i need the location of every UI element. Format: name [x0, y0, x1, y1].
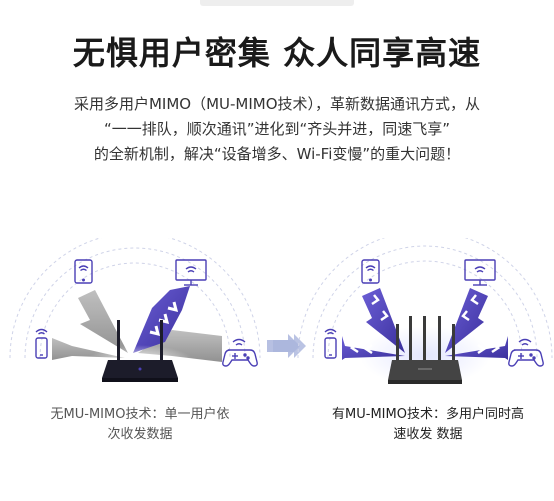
intro-line-1: 采用多用户MIMO（MU-MIMO技术），革新数据通讯方式，从 — [73, 95, 481, 113]
phone-icon — [35, 328, 48, 359]
gamepad-icon — [508, 338, 544, 367]
left-caption-line-2: 次收发数据 — [107, 427, 173, 442]
right-panel — [297, 238, 553, 386]
beam-to-gamepad — [445, 336, 508, 360]
right-caption: 有MU-MIMO技术：多用户同时高 速收发 数据 — [322, 405, 534, 445]
phone-icon — [324, 328, 337, 359]
beam-to-tablet — [78, 290, 128, 353]
gamepad-icon — [222, 338, 258, 367]
left-coverage-arcs — [9, 238, 261, 359]
right-caption-line-2: 速收发 数据 — [393, 427, 463, 442]
router-icon — [102, 320, 178, 382]
mu-mimo-comparison-illustration — [9, 238, 553, 386]
beam-to-phone — [342, 336, 405, 360]
tablet-icon — [361, 259, 380, 284]
tablet-icon — [74, 259, 93, 284]
right-beam-chevrons — [349, 294, 501, 355]
left-caption-line-1: 无MU-MIMO技术：单一用户依 — [50, 407, 230, 422]
top-divider — [200, 0, 354, 6]
left-caption: 无MU-MIMO技术：单一用户依 次收发数据 — [40, 405, 240, 445]
intro-line-3: 的全新机制，解决“设备增多、Wi-Fi变慢”的重大问题！ — [93, 145, 461, 163]
monitor-icon — [175, 259, 207, 286]
left-panel — [9, 238, 261, 382]
intro-text: 采用多用户MIMO（MU-MIMO技术），革新数据通讯方式，从 “一一排队，顺次… — [30, 92, 524, 167]
intro-line-2: “一一排队，顺次通讯”进化到“齐头并进，同速飞享” — [103, 120, 451, 138]
page-title: 无惧用户密集 众人同享高速 — [72, 34, 482, 72]
monitor-icon — [464, 259, 496, 286]
right-coverage-arcs — [297, 238, 553, 359]
router-icon — [388, 316, 462, 384]
right-caption-line-1: 有MU-MIMO技术：多用户同时高 — [332, 407, 524, 422]
